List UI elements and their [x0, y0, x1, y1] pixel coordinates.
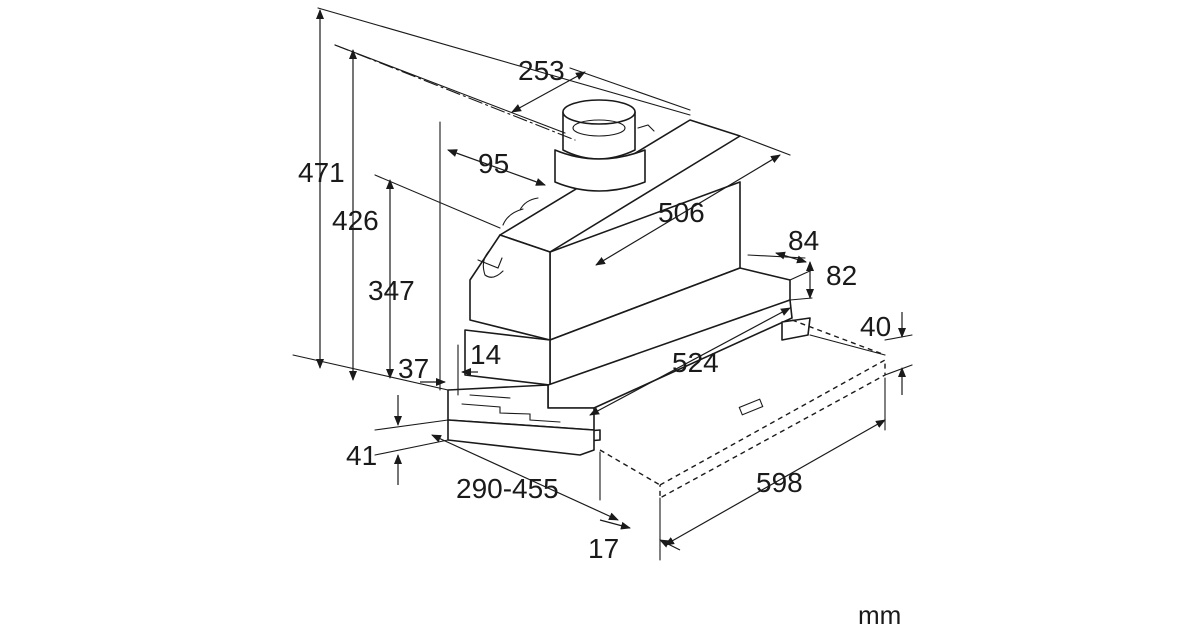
label-82: 82	[826, 260, 857, 291]
label-598: 598	[756, 467, 803, 498]
unit-label: mm	[858, 600, 902, 630]
label-37: 37	[398, 353, 429, 384]
label-84: 84	[788, 225, 819, 256]
dimension-arrows	[316, 8, 906, 551]
label-95: 95	[478, 148, 509, 179]
label-506: 506	[658, 197, 705, 228]
label-524: 524	[672, 347, 719, 378]
label-426: 426	[332, 205, 379, 236]
label-347: 347	[368, 275, 415, 306]
label-290-455: 290-455	[456, 473, 559, 504]
label-41: 41	[346, 440, 377, 471]
label-40: 40	[860, 311, 891, 342]
label-253: 253	[518, 55, 565, 86]
label-14: 14	[470, 339, 501, 370]
duct-collar	[554, 99, 655, 192]
dimension-labels: 471 426 347 253 95 506 84 82 40 524 37 1…	[298, 55, 891, 564]
label-471: 471	[298, 157, 345, 188]
label-17: 17	[588, 533, 619, 564]
